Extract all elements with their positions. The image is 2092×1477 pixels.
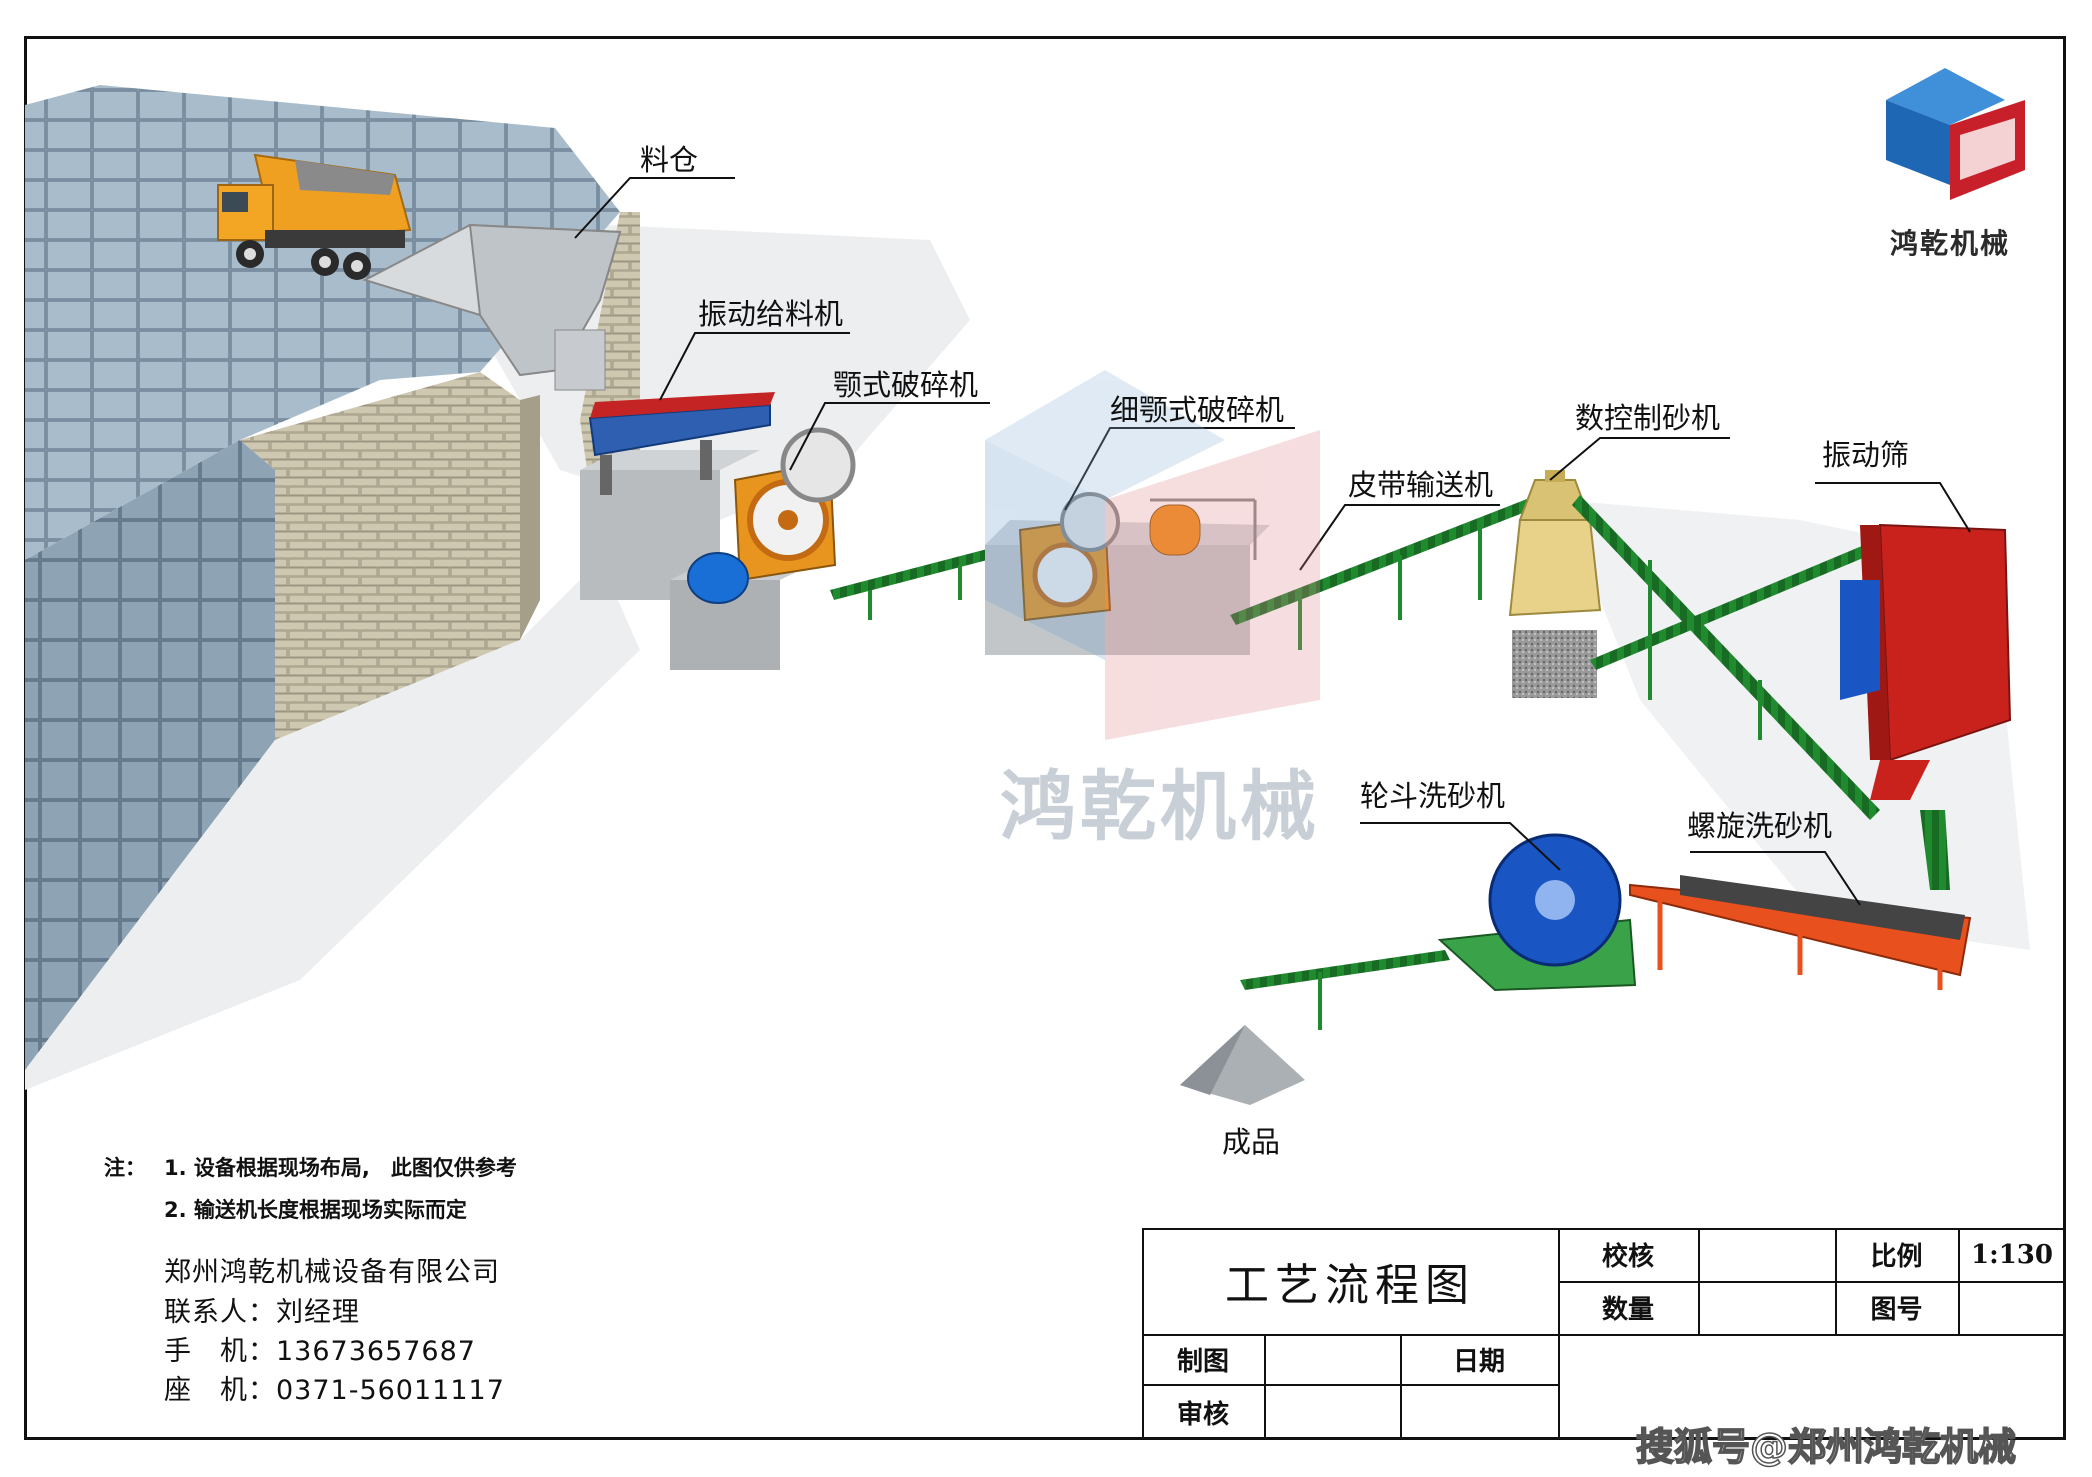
label-spiral-washer: 螺旋洗砂机 bbox=[1687, 809, 1833, 843]
logo-text: 鸿乾机械 bbox=[1890, 227, 2011, 260]
product-pile bbox=[1180, 1025, 1305, 1105]
drawing-number-label: 图号 bbox=[1870, 1295, 1923, 1325]
contact-person: 联系人：刘经理 bbox=[164, 1297, 360, 1328]
label-hopper: 料仓 bbox=[640, 143, 699, 177]
label-fine-jaw-crusher: 细颚式破碎机 bbox=[1110, 393, 1285, 427]
notes-line-2: 2. 输送机长度根据现场实际而定 bbox=[164, 1198, 467, 1222]
spiral-washer bbox=[1629, 875, 1972, 990]
quantity-label: 数量 bbox=[1601, 1295, 1654, 1325]
scale-label: 比例 bbox=[1870, 1242, 1923, 1272]
conveyor-4 bbox=[1920, 810, 1950, 890]
title-cell: 工艺流程图 bbox=[1225, 1260, 1475, 1311]
review-label: 审核 bbox=[1176, 1399, 1229, 1430]
scale-value: 1:130 bbox=[1971, 1239, 2053, 1270]
vibrating-screen bbox=[1840, 523, 2012, 800]
label-jaw-crusher: 颚式破碎机 bbox=[833, 368, 979, 402]
dump-truck bbox=[217, 153, 412, 280]
notes-line-1: 1. 设备根据现场布局, 此图仅供参考 bbox=[164, 1156, 517, 1180]
watermark-text: 鸿乾机械 bbox=[1000, 762, 1320, 851]
label-product: 成品 bbox=[1222, 1125, 1281, 1159]
jaw-crusher bbox=[687, 427, 856, 604]
notes-prefix: 注： bbox=[104, 1156, 146, 1180]
vibrating-feeder bbox=[588, 392, 775, 495]
conveyor-final bbox=[1240, 950, 1450, 1030]
sand-maker bbox=[1508, 470, 1602, 698]
leader-lines bbox=[574, 177, 1971, 906]
fine-jaw-platform bbox=[985, 492, 1270, 655]
footer-watermark: 搜狐号@郑州鸿乾机械 bbox=[1635, 1424, 2017, 1470]
watermark-logo bbox=[985, 370, 1320, 740]
label-sand-maker: 数控制砂机 bbox=[1575, 401, 1721, 435]
wheel-washer bbox=[1437, 833, 1637, 992]
contact-mobile: 手 机：13673657687 bbox=[164, 1336, 476, 1367]
company-logo bbox=[1886, 68, 2025, 200]
contact-phone: 座 机：0371-56011117 bbox=[164, 1375, 505, 1406]
label-feeder: 振动给料机 bbox=[698, 297, 844, 331]
label-vibrating-screen: 振动筛 bbox=[1822, 438, 1910, 472]
check-label: 校核 bbox=[1601, 1242, 1654, 1272]
hopper bbox=[362, 223, 622, 391]
label-belt-conveyor: 皮带输送机 bbox=[1348, 468, 1494, 502]
company-name: 郑州鸿乾机械设备有限公司 bbox=[164, 1257, 500, 1288]
conveyor-2 bbox=[1230, 490, 1556, 650]
label-wheel-washer: 轮斗洗砂机 bbox=[1360, 779, 1506, 813]
conveyor-return bbox=[1572, 495, 1906, 820]
date-label: 日期 bbox=[1452, 1346, 1505, 1377]
drawn-by-label: 制图 bbox=[1176, 1346, 1229, 1377]
